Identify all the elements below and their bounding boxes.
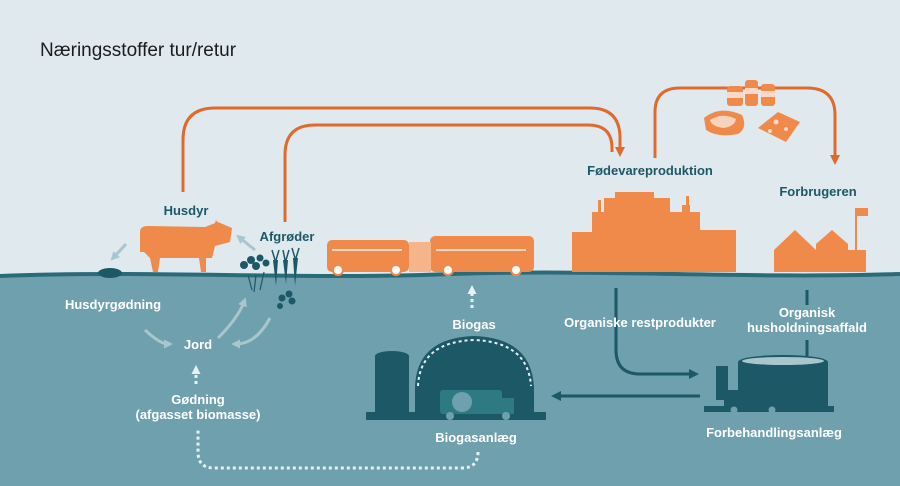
label-jord: Jord — [183, 337, 213, 352]
arrow-soil-to-crops — [216, 297, 247, 340]
label-husdyrgodning: Husdyrgødning — [64, 297, 162, 312]
page-title: Næringsstoffer tur/retur — [40, 40, 237, 61]
arrow-manure-to-soil — [143, 328, 173, 349]
cow-icon — [140, 220, 232, 272]
flag-icon — [855, 208, 868, 252]
jar-icon — [727, 80, 775, 106]
truck-icon — [724, 390, 781, 414]
label-godning-line1: Gødning — [171, 392, 225, 407]
arrow-crops-to-cow — [236, 234, 256, 252]
arrow-cow-to-manure — [110, 242, 128, 261]
meat-icon — [704, 110, 745, 136]
houses-icon — [774, 230, 866, 272]
arrow-husdyr-to-food — [181, 106, 625, 192]
label-godning-line2: (afgasset biomasse) — [135, 406, 261, 422]
label-organiske-restprodukter: Organiske restprodukter — [564, 315, 716, 330]
biogas-dome-icon — [415, 336, 534, 420]
label-godning: Gødning (afgasset biomasse) — [135, 392, 261, 423]
label-husdyr: Husdyr — [163, 203, 209, 218]
truck-icon — [327, 236, 534, 276]
label-biogasanlaeg: Biogasanlæg — [435, 430, 517, 445]
arrow-biogas-to-fertilizer — [196, 430, 480, 470]
cheese-icon — [758, 112, 800, 142]
label-biogas: Biogas — [452, 317, 496, 332]
arrow-crops-to-soil — [231, 317, 272, 349]
label-organisk-husholdningsaffald: Organisk husholdningsaffald — [747, 305, 867, 336]
label-fodevareproduktion: Fødevareproduktion — [587, 163, 713, 178]
carrot-icon — [271, 247, 300, 286]
arrow-food-to-consumer — [653, 86, 840, 165]
label-afgroder: Afgrøder — [259, 229, 315, 244]
label-organisk-line1: Organisk — [778, 305, 836, 320]
arrow-crops-to-food — [283, 123, 614, 222]
label-forbrugeren: Forbrugeren — [779, 184, 857, 199]
manure-icon — [98, 268, 122, 278]
label-organisk-line2: husholdningsaffald — [747, 319, 867, 335]
factory-icon — [572, 192, 736, 272]
arrow-restprodukter-to-forbehandling — [614, 288, 699, 379]
label-forbehandlingsanlaeg: Forbehandlingsanlæg — [706, 425, 842, 440]
clover-icon — [240, 254, 296, 309]
